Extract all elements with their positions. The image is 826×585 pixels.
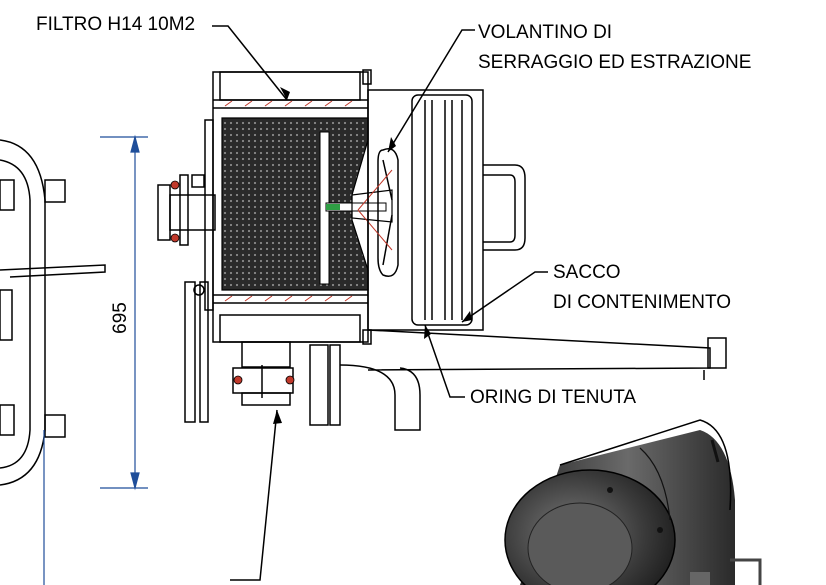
inlet-valve (157, 174, 216, 246)
support-frame (184, 281, 727, 431)
filter-label: FILTRO H14 10M2 (36, 14, 196, 35)
handwheel-label-line1: VOLANTINO DI (478, 22, 613, 43)
gasket-hatch (224, 100, 353, 302)
height-dimension (43, 134, 148, 585)
handwheel (357, 148, 399, 277)
leader-lines (212, 25, 548, 581)
left-side-view (0, 139, 106, 486)
bag-label-line1: SACCO (553, 262, 621, 283)
filter-housing (204, 69, 372, 345)
handwheel-label-line2: SERRAGGIO ED ESTRAZIONE (478, 52, 752, 73)
height-dimension-value: 695 (110, 302, 131, 334)
leader-arrows (273, 87, 472, 424)
outlet-valve (232, 341, 295, 406)
drum-render (504, 419, 762, 585)
oring-label: ORING DI TENUTA (470, 387, 637, 408)
bag-label-line2: DI CONTENIMENTO (553, 292, 732, 313)
